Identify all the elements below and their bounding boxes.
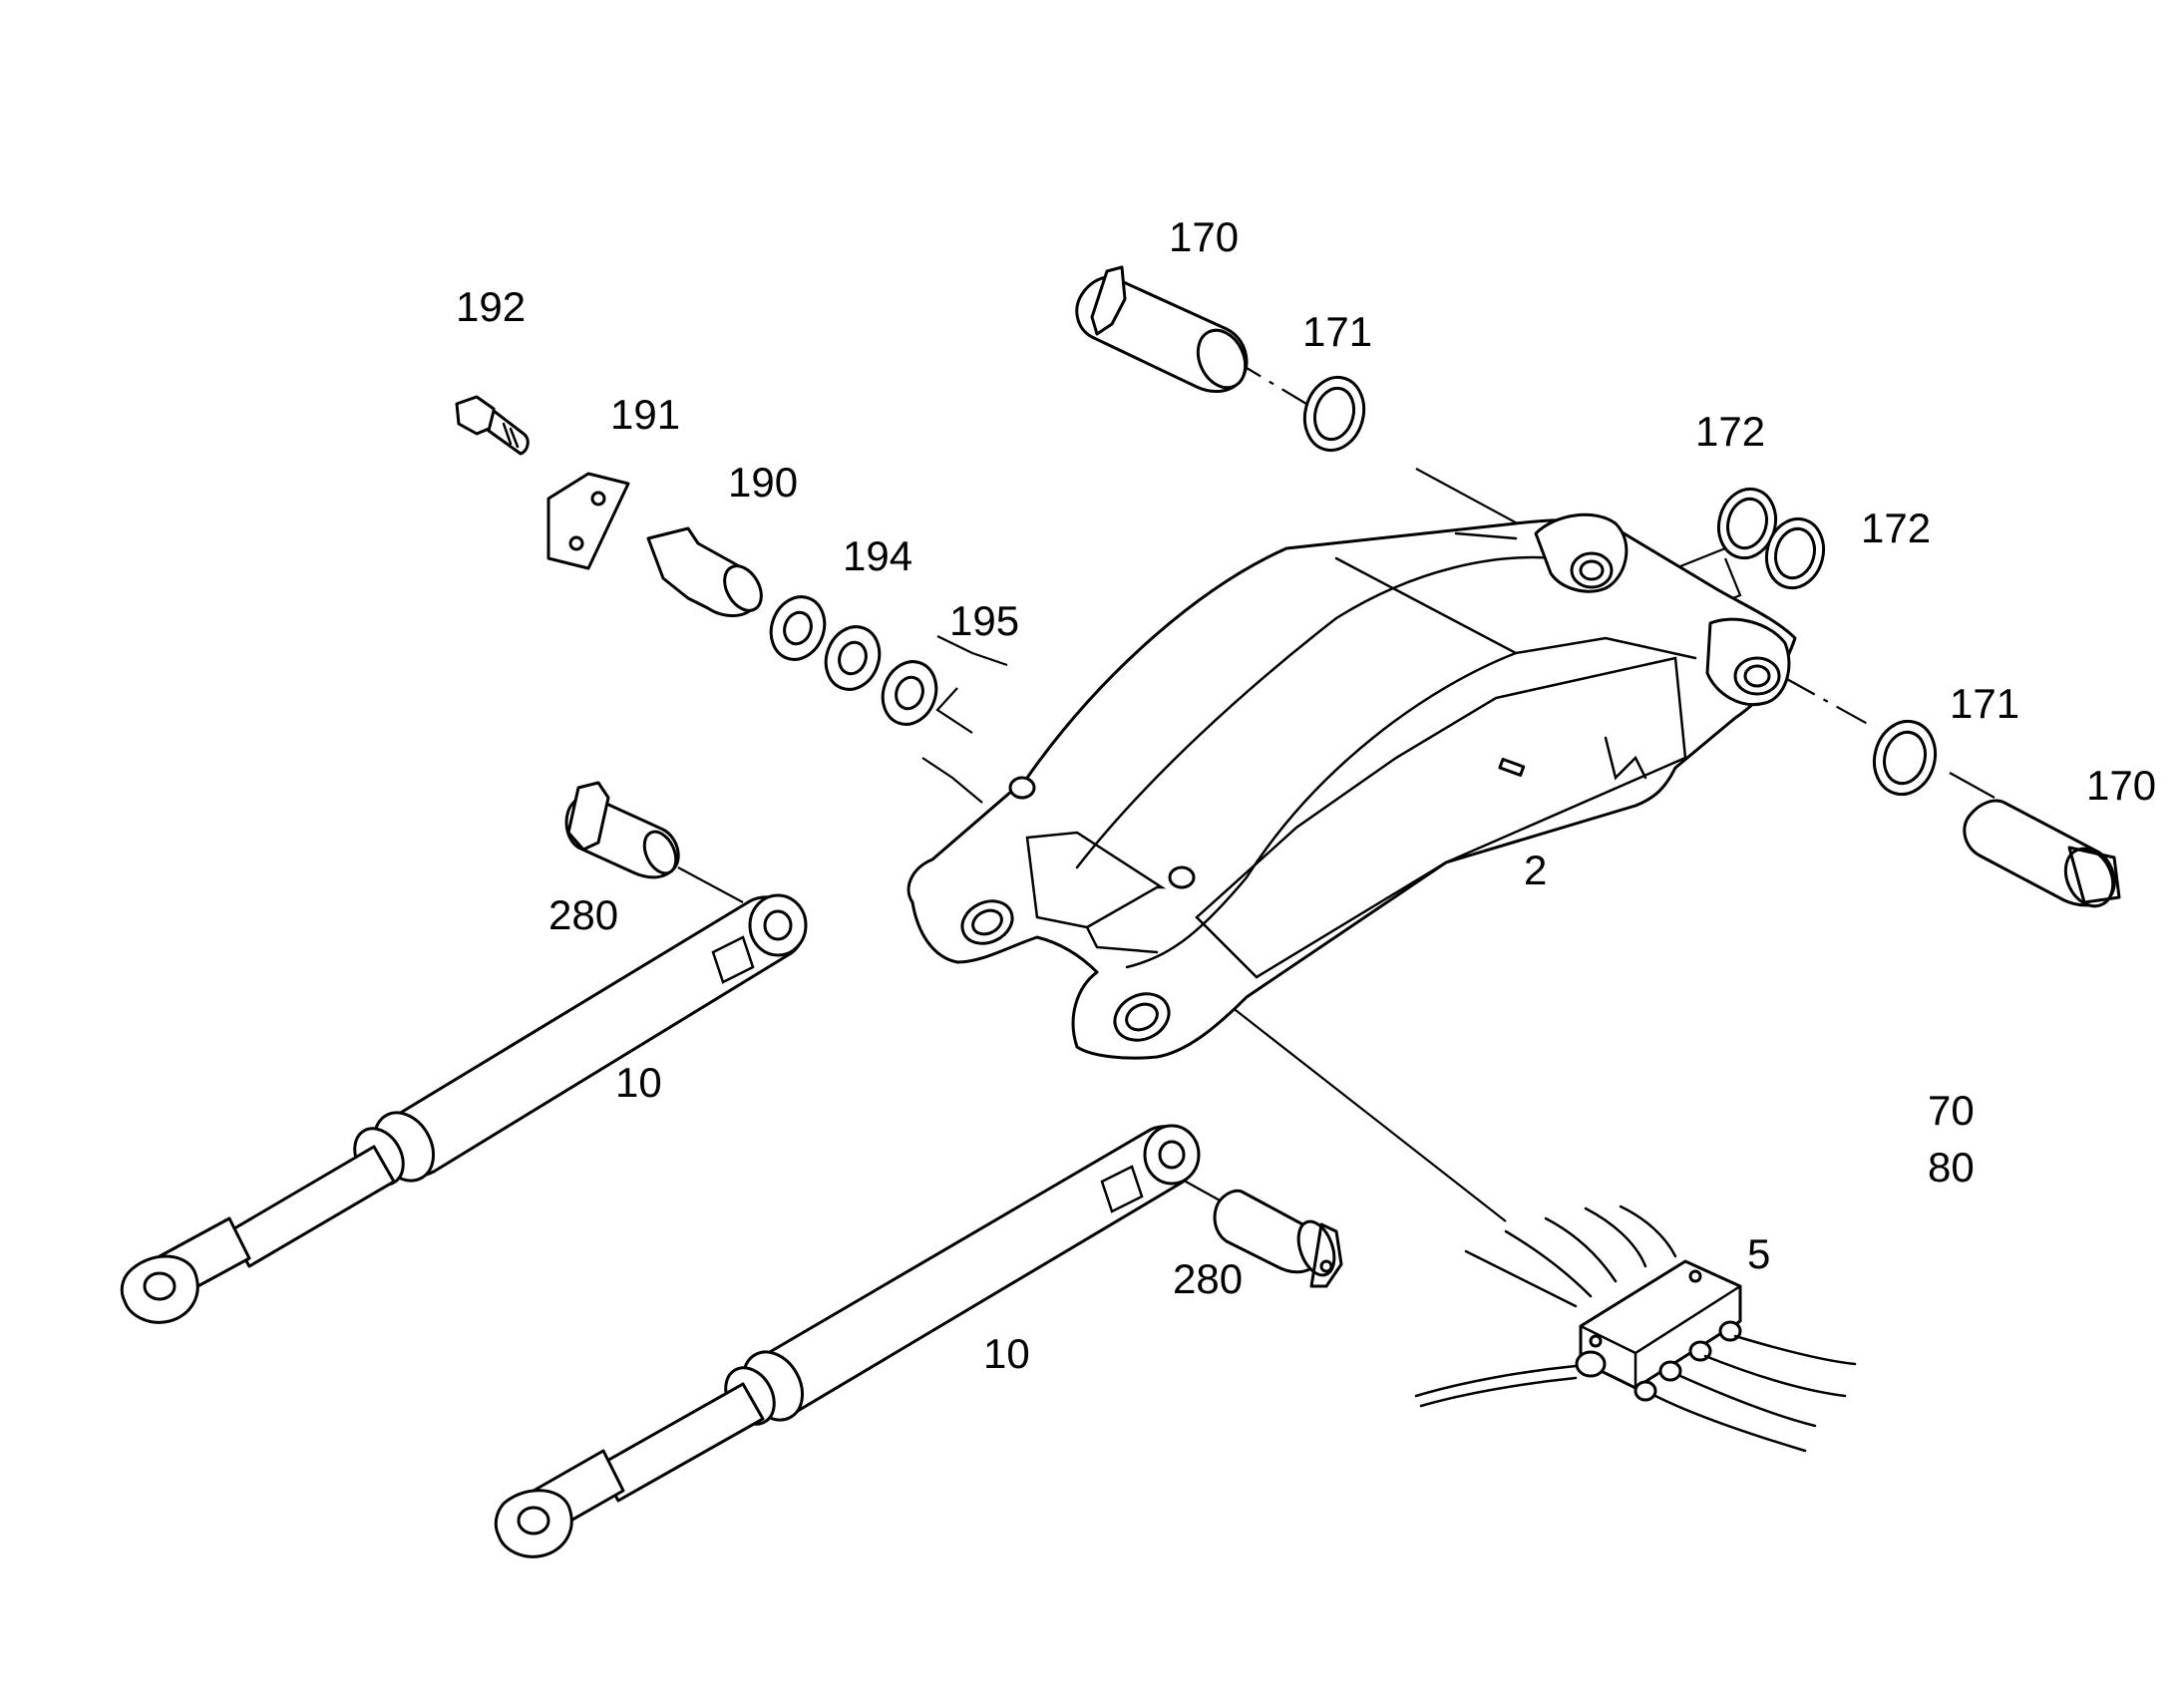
label-washer-171-top: 171 [1302, 308, 1372, 355]
label-shim-172-b: 172 [1861, 505, 1931, 551]
pin-280-right [1213, 1189, 1343, 1288]
grease-block-5 [1414, 1204, 1857, 1453]
washer-195 [881, 660, 938, 726]
label-plate-191: 191 [610, 391, 680, 438]
label-item-80: 80 [1928, 1144, 1975, 1191]
plate-191 [546, 472, 630, 570]
label-grease-block-5: 5 [1747, 1230, 1770, 1277]
pin-190 [646, 526, 763, 617]
label-pin-280-right: 280 [1173, 1255, 1243, 1302]
label-bolt-192: 192 [456, 283, 526, 330]
label-boom-2: 2 [1524, 847, 1547, 893]
callout-labels: 170 171 172 172 171 170 192 191 190 194 … [456, 213, 2156, 1377]
cylinder-10-left [120, 893, 808, 1324]
label-shim-172-a: 172 [1695, 408, 1765, 455]
label-pin-170-top: 170 [1169, 213, 1239, 260]
label-cylinder-10-right: 10 [983, 1330, 1030, 1377]
pin-170-top [1075, 265, 1249, 393]
shim-172-pair [1716, 487, 1826, 590]
pin-170-right [1963, 799, 2121, 908]
label-pin-190: 190 [728, 459, 798, 506]
label-item-70: 70 [1928, 1087, 1975, 1134]
label-washer-171-right: 171 [1950, 680, 2019, 727]
washer-171-top [1302, 375, 1366, 453]
label-pin-170-right: 170 [2086, 762, 2156, 809]
bolt-192 [455, 395, 530, 456]
cylinder-10-right [494, 1124, 1201, 1558]
boom-arm [907, 512, 1797, 1060]
label-pin-280-left: 280 [548, 891, 618, 938]
label-washer-194: 194 [843, 532, 912, 579]
label-cylinder-10-left: 10 [615, 1059, 662, 1106]
washer-171-right [1872, 719, 1938, 797]
pin-280-left [564, 781, 680, 879]
washer-194 [769, 595, 882, 691]
label-washer-195: 195 [949, 597, 1019, 644]
